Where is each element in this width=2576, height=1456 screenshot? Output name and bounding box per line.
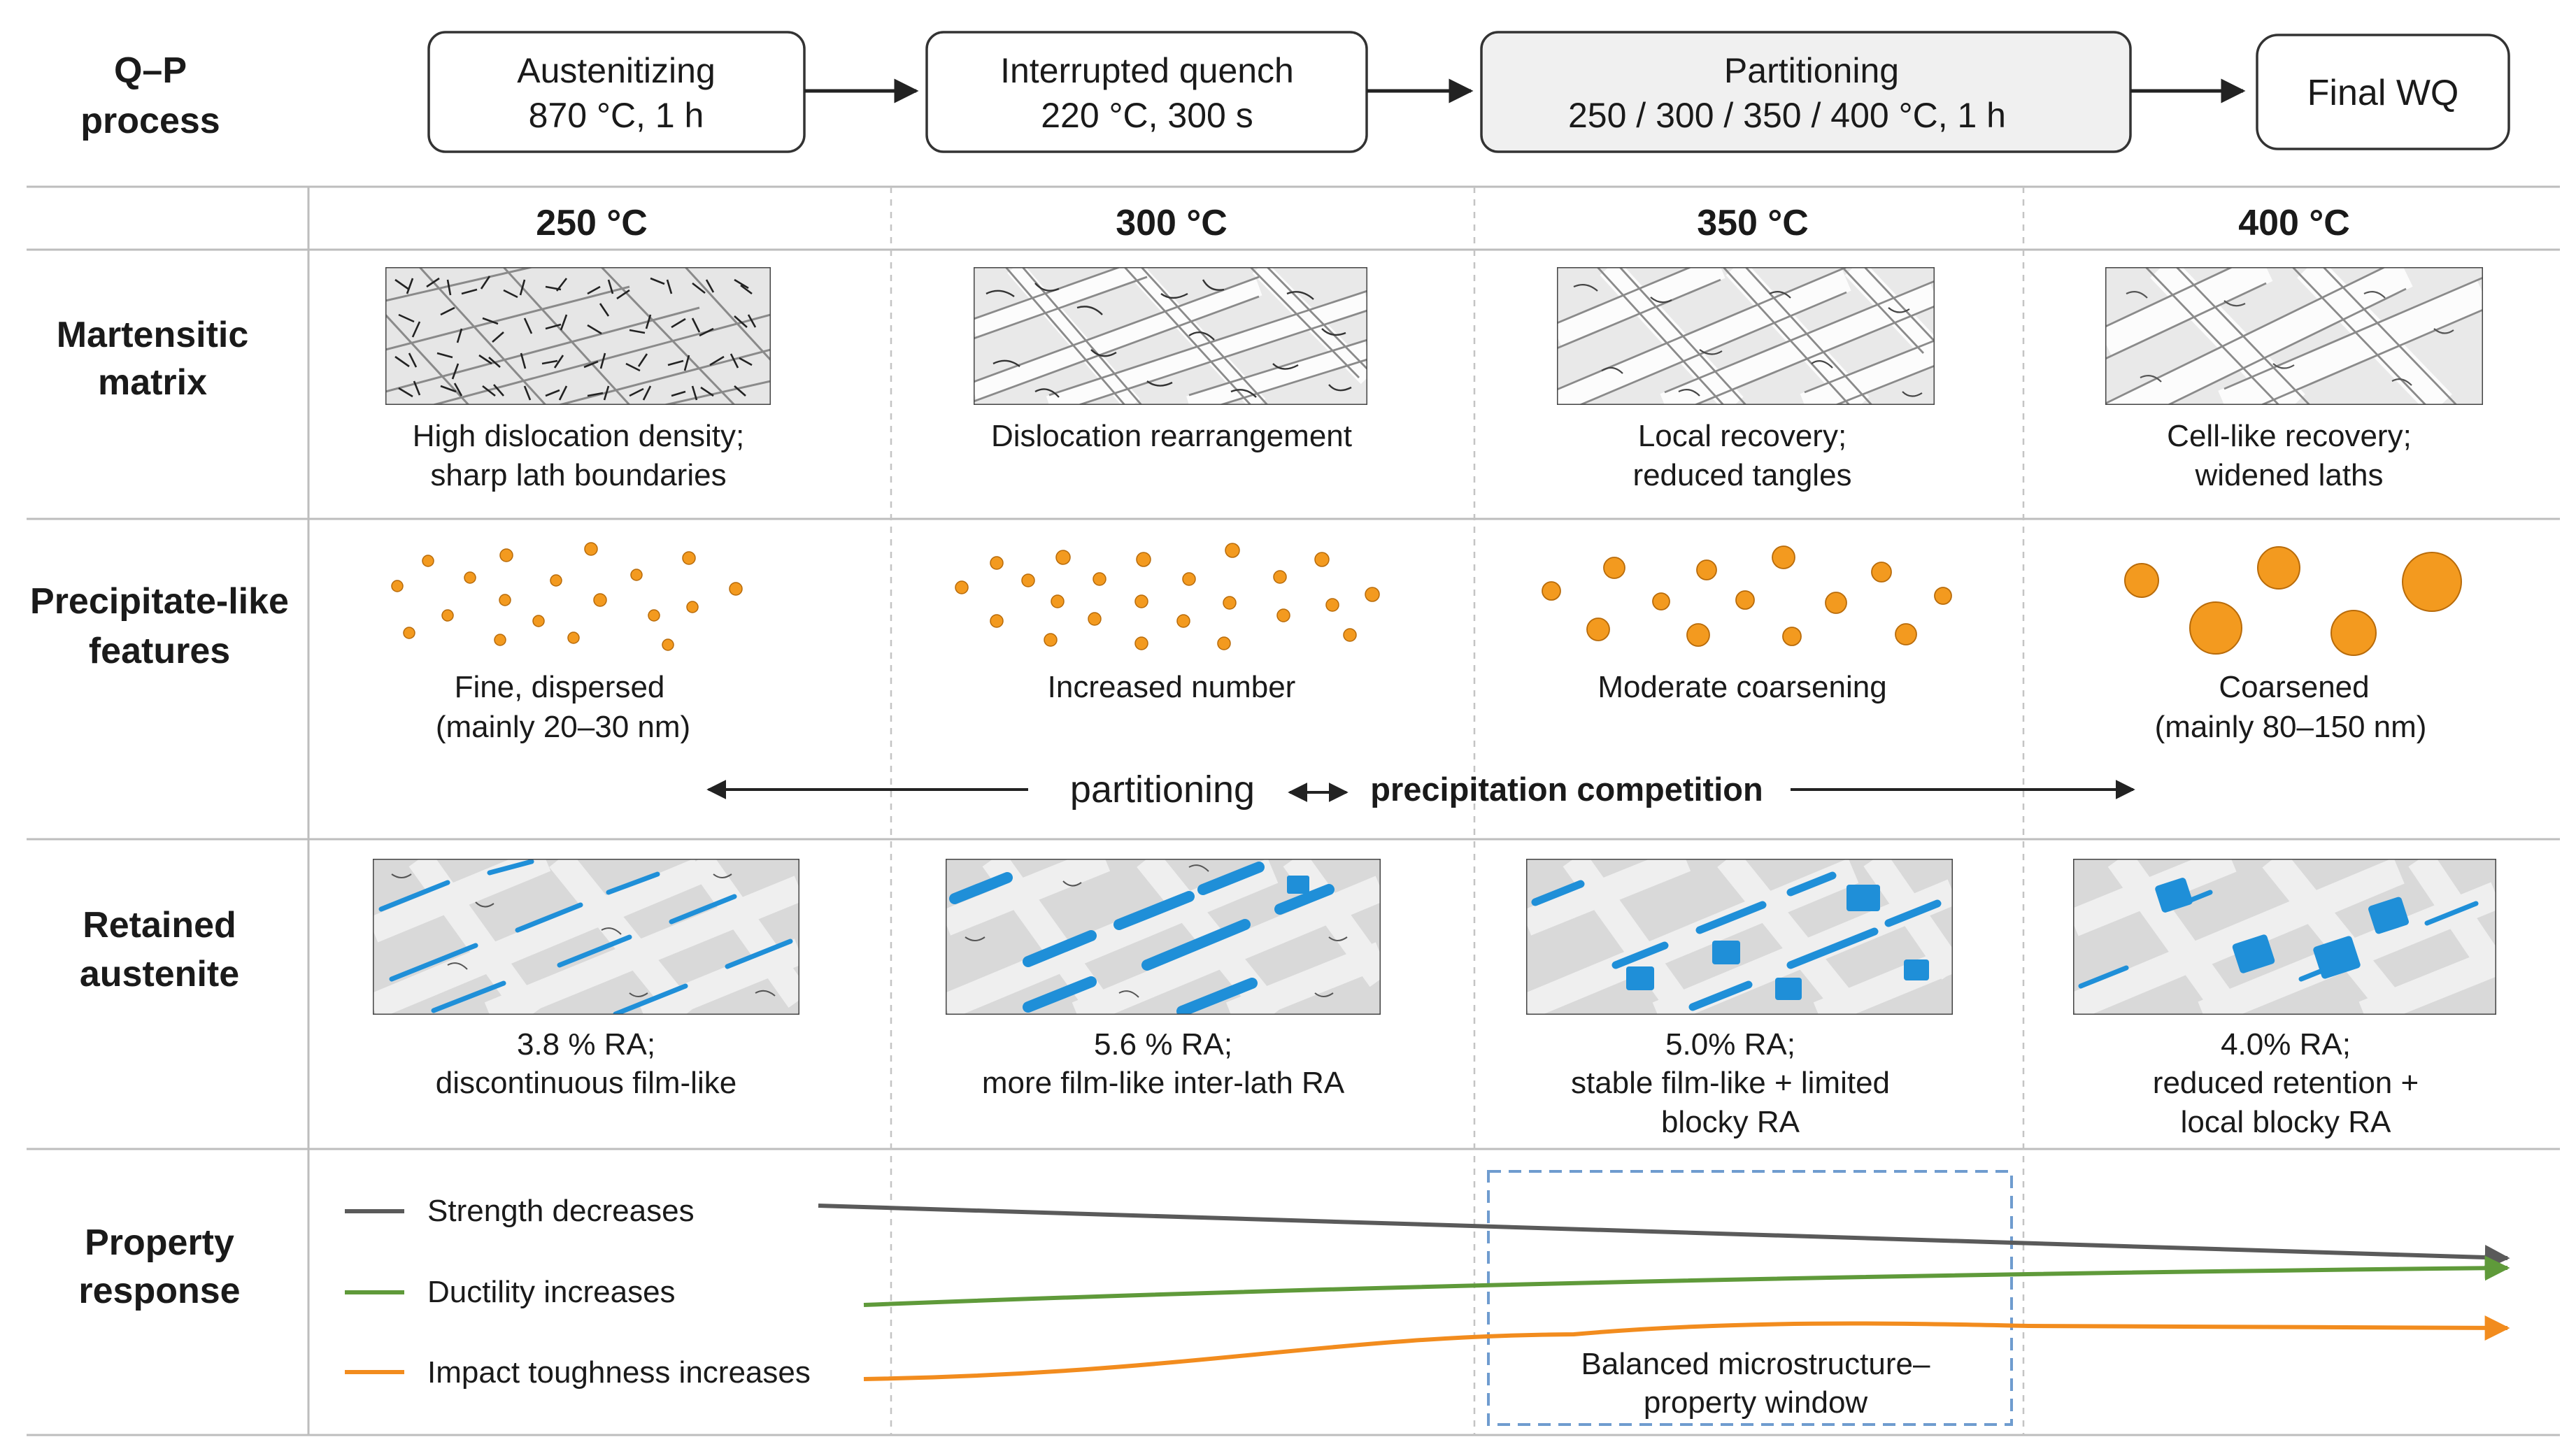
austenite-caption: more film-like inter-lath RA xyxy=(982,1066,1345,1100)
martensite-caption: Cell-like recovery; xyxy=(2167,419,2412,453)
precipitates-400 xyxy=(2124,546,2462,656)
process-step-detail: 870 °C, 1 h xyxy=(529,96,704,135)
temperature-header: 400 °C xyxy=(2238,203,2350,243)
process-step-title: Partitioning xyxy=(1724,51,1899,90)
process-step-interrupted-quench: Interrupted quench 220 °C, 300 s xyxy=(925,31,1368,153)
temperature-header: 350 °C xyxy=(1697,203,1809,243)
process-step-final-wq: Final WQ xyxy=(2256,34,2510,150)
legend-label-toughness: Impact toughness increases xyxy=(427,1355,811,1390)
austenite-caption: 3.8 % RA; xyxy=(517,1027,655,1062)
row-label-austenite-line2: austenite xyxy=(80,954,239,994)
process-step-title: Final WQ xyxy=(2307,73,2459,113)
martensite-caption: High dislocation density; xyxy=(413,419,744,453)
temperature-header: 250 °C xyxy=(536,203,648,243)
row-label-austenite-line1: Retained xyxy=(83,905,236,945)
process-label-line2: process xyxy=(80,101,220,141)
process-step-box xyxy=(2256,34,2510,150)
austenite-caption: reduced retention + xyxy=(2153,1066,2419,1100)
precipitate-caption: (mainly 80–150 nm) xyxy=(2155,710,2427,744)
austenite-caption: local blocky RA xyxy=(2181,1105,2391,1139)
competition-label-partitioning: partitioning xyxy=(1070,769,1255,811)
trend-line-ductility xyxy=(863,1255,2510,1307)
austenite-caption: 4.0% RA; xyxy=(2221,1027,2351,1062)
precipitate-caption: (mainly 20–30 nm) xyxy=(436,710,690,744)
row-label-property-line1: Property xyxy=(85,1222,234,1263)
austenite-caption: stable film-like + limited xyxy=(1571,1066,1890,1100)
trend-line-toughness xyxy=(863,1315,2510,1381)
process-step-detail: 220 °C, 300 s xyxy=(1041,96,1253,135)
austenite-micrograph-300 xyxy=(946,859,1381,1015)
martensite-caption: Dislocation rearrangement xyxy=(991,419,1352,453)
process-step-title: Austenitizing xyxy=(517,51,716,90)
competition-label-precipitation: precipitation competition xyxy=(1370,771,1763,808)
balanced-window-label: Balanced microstructure– xyxy=(1581,1347,1930,1381)
row-label-precipitates-line2: features xyxy=(89,631,230,671)
table-grid xyxy=(27,185,2560,1436)
austenite-micrograph-350 xyxy=(1526,859,1953,1015)
balanced-window-label: property window xyxy=(1644,1385,1868,1420)
row-label-martensite-line2: matrix xyxy=(98,362,207,403)
austenite-caption: 5.0% RA; xyxy=(1665,1027,1795,1062)
process-step-detail: 250 / 300 / 350 / 400 °C, 1 h xyxy=(1568,96,2006,135)
austenite-caption: 5.6 % RA; xyxy=(1094,1027,1232,1062)
temperature-header: 300 °C xyxy=(1116,203,1227,243)
row-label-precipitates-line1: Precipitate-like xyxy=(30,581,289,622)
precipitates-300 xyxy=(955,543,1380,650)
precipitate-caption: Moderate coarsening xyxy=(1597,670,1886,704)
martensite-caption: reduced tangles xyxy=(1632,458,1851,492)
austenite-micrograph-250 xyxy=(373,859,799,1015)
process-step-title: Interrupted quench xyxy=(1000,51,1294,90)
martensite-micrograph-250 xyxy=(385,267,771,405)
row-label-martensite-line1: Martensitic xyxy=(57,315,249,355)
precipitates-350 xyxy=(1542,545,1952,647)
balanced-window-box xyxy=(1487,1170,2013,1426)
martensite-micrograph-300 xyxy=(974,267,1367,405)
martensite-caption: widened laths xyxy=(2194,458,2383,492)
martensite-micrograph-350 xyxy=(1557,267,1935,405)
row-label-property-line2: response xyxy=(78,1271,240,1311)
precipitate-caption: Coarsened xyxy=(2219,670,2369,704)
process-step-partitioning: Partitioning 250 / 300 / 350 / 400 °C, 1… xyxy=(1480,31,2132,153)
austenite-caption: blocky RA xyxy=(1661,1105,1800,1139)
process-step-austenitizing: Austenitizing 870 °C, 1 h xyxy=(427,31,806,153)
austenite-caption: discontinuous film-like xyxy=(436,1066,736,1100)
trend-line-strength xyxy=(818,1204,2510,1270)
precipitate-caption: Increased number xyxy=(1048,670,1296,704)
martensite-micrograph-400 xyxy=(2105,267,2483,405)
martensite-caption: Local recovery; xyxy=(1638,419,1846,453)
austenite-micrograph-400 xyxy=(2073,859,2496,1015)
legend-label-ductility: Ductility increases xyxy=(427,1275,676,1309)
precipitate-caption: Fine, dispersed xyxy=(455,670,665,704)
process-label-line1: Q–P xyxy=(114,50,187,91)
legend-label-strength: Strength decreases xyxy=(427,1194,695,1228)
precipitates-250 xyxy=(391,542,743,651)
martensite-caption: sharp lath boundaries xyxy=(430,458,726,492)
